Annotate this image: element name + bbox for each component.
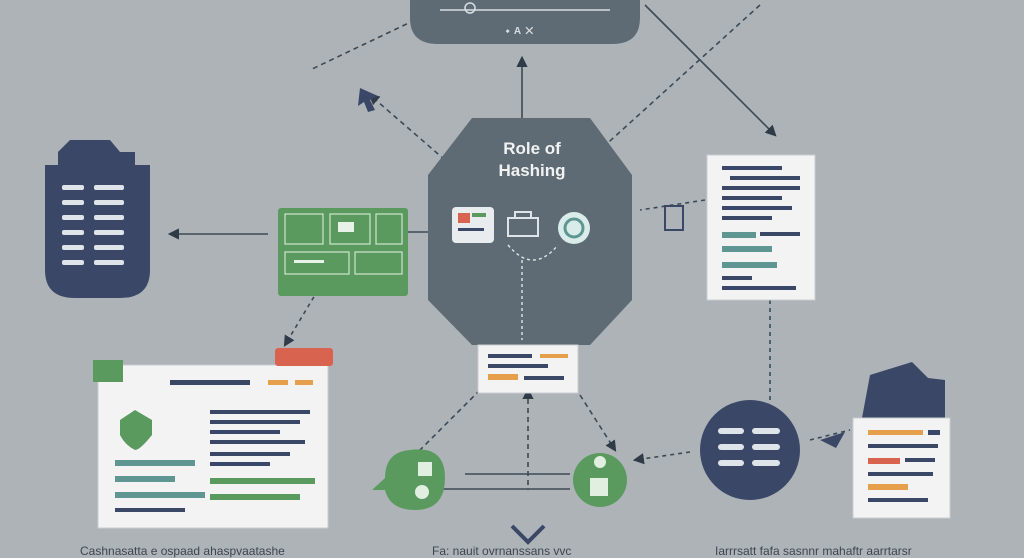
connector-hub-left-dashed bbox=[368, 93, 446, 161]
top-node-label: ⬩ A ✕ bbox=[505, 26, 535, 37]
hub-fingerprint-icon bbox=[558, 212, 590, 244]
right-document bbox=[706, 154, 816, 301]
title-line-2: Hashing bbox=[498, 161, 566, 180]
connector-center-left-dashed bbox=[419, 389, 481, 451]
connector-top-left-dashed bbox=[309, 19, 416, 71]
top-node bbox=[410, 0, 640, 44]
shield-icon bbox=[120, 410, 152, 450]
pointer-icon bbox=[358, 88, 845, 448]
center-form bbox=[477, 344, 579, 394]
title-line-1: Role of bbox=[503, 139, 561, 158]
database-icon bbox=[45, 140, 150, 298]
connector-circle-right bbox=[809, 429, 851, 441]
browser-window bbox=[93, 348, 333, 529]
connector-center-right-dashed bbox=[579, 394, 617, 452]
green-bubble-right bbox=[573, 453, 627, 507]
caption-center: Fa: nauit ovrnanssans vvc bbox=[432, 544, 572, 558]
connector-card-down-dashed bbox=[283, 289, 319, 347]
connectors bbox=[167, 4, 851, 490]
caption-right: Iarrrsatt fafa sasnnr mahaftr aarrtarsr bbox=[715, 544, 912, 558]
diagram-title: Role of Hashing bbox=[462, 138, 602, 182]
navy-circle bbox=[700, 400, 800, 500]
hub-doc-icon bbox=[452, 207, 494, 243]
chevron-down-icon bbox=[510, 524, 546, 545]
green-bubble-left bbox=[372, 449, 445, 510]
connector-circle-left bbox=[632, 451, 691, 465]
hub-octagon bbox=[428, 118, 632, 345]
caption-left: Cashnasatta e ospaad ahaspvaatashe bbox=[80, 544, 285, 558]
connector-top-right bbox=[644, 4, 777, 137]
bottom-right-document bbox=[852, 362, 951, 519]
hub-lock-icon bbox=[507, 211, 539, 237]
green-card bbox=[278, 208, 408, 296]
hub-node bbox=[428, 118, 632, 345]
